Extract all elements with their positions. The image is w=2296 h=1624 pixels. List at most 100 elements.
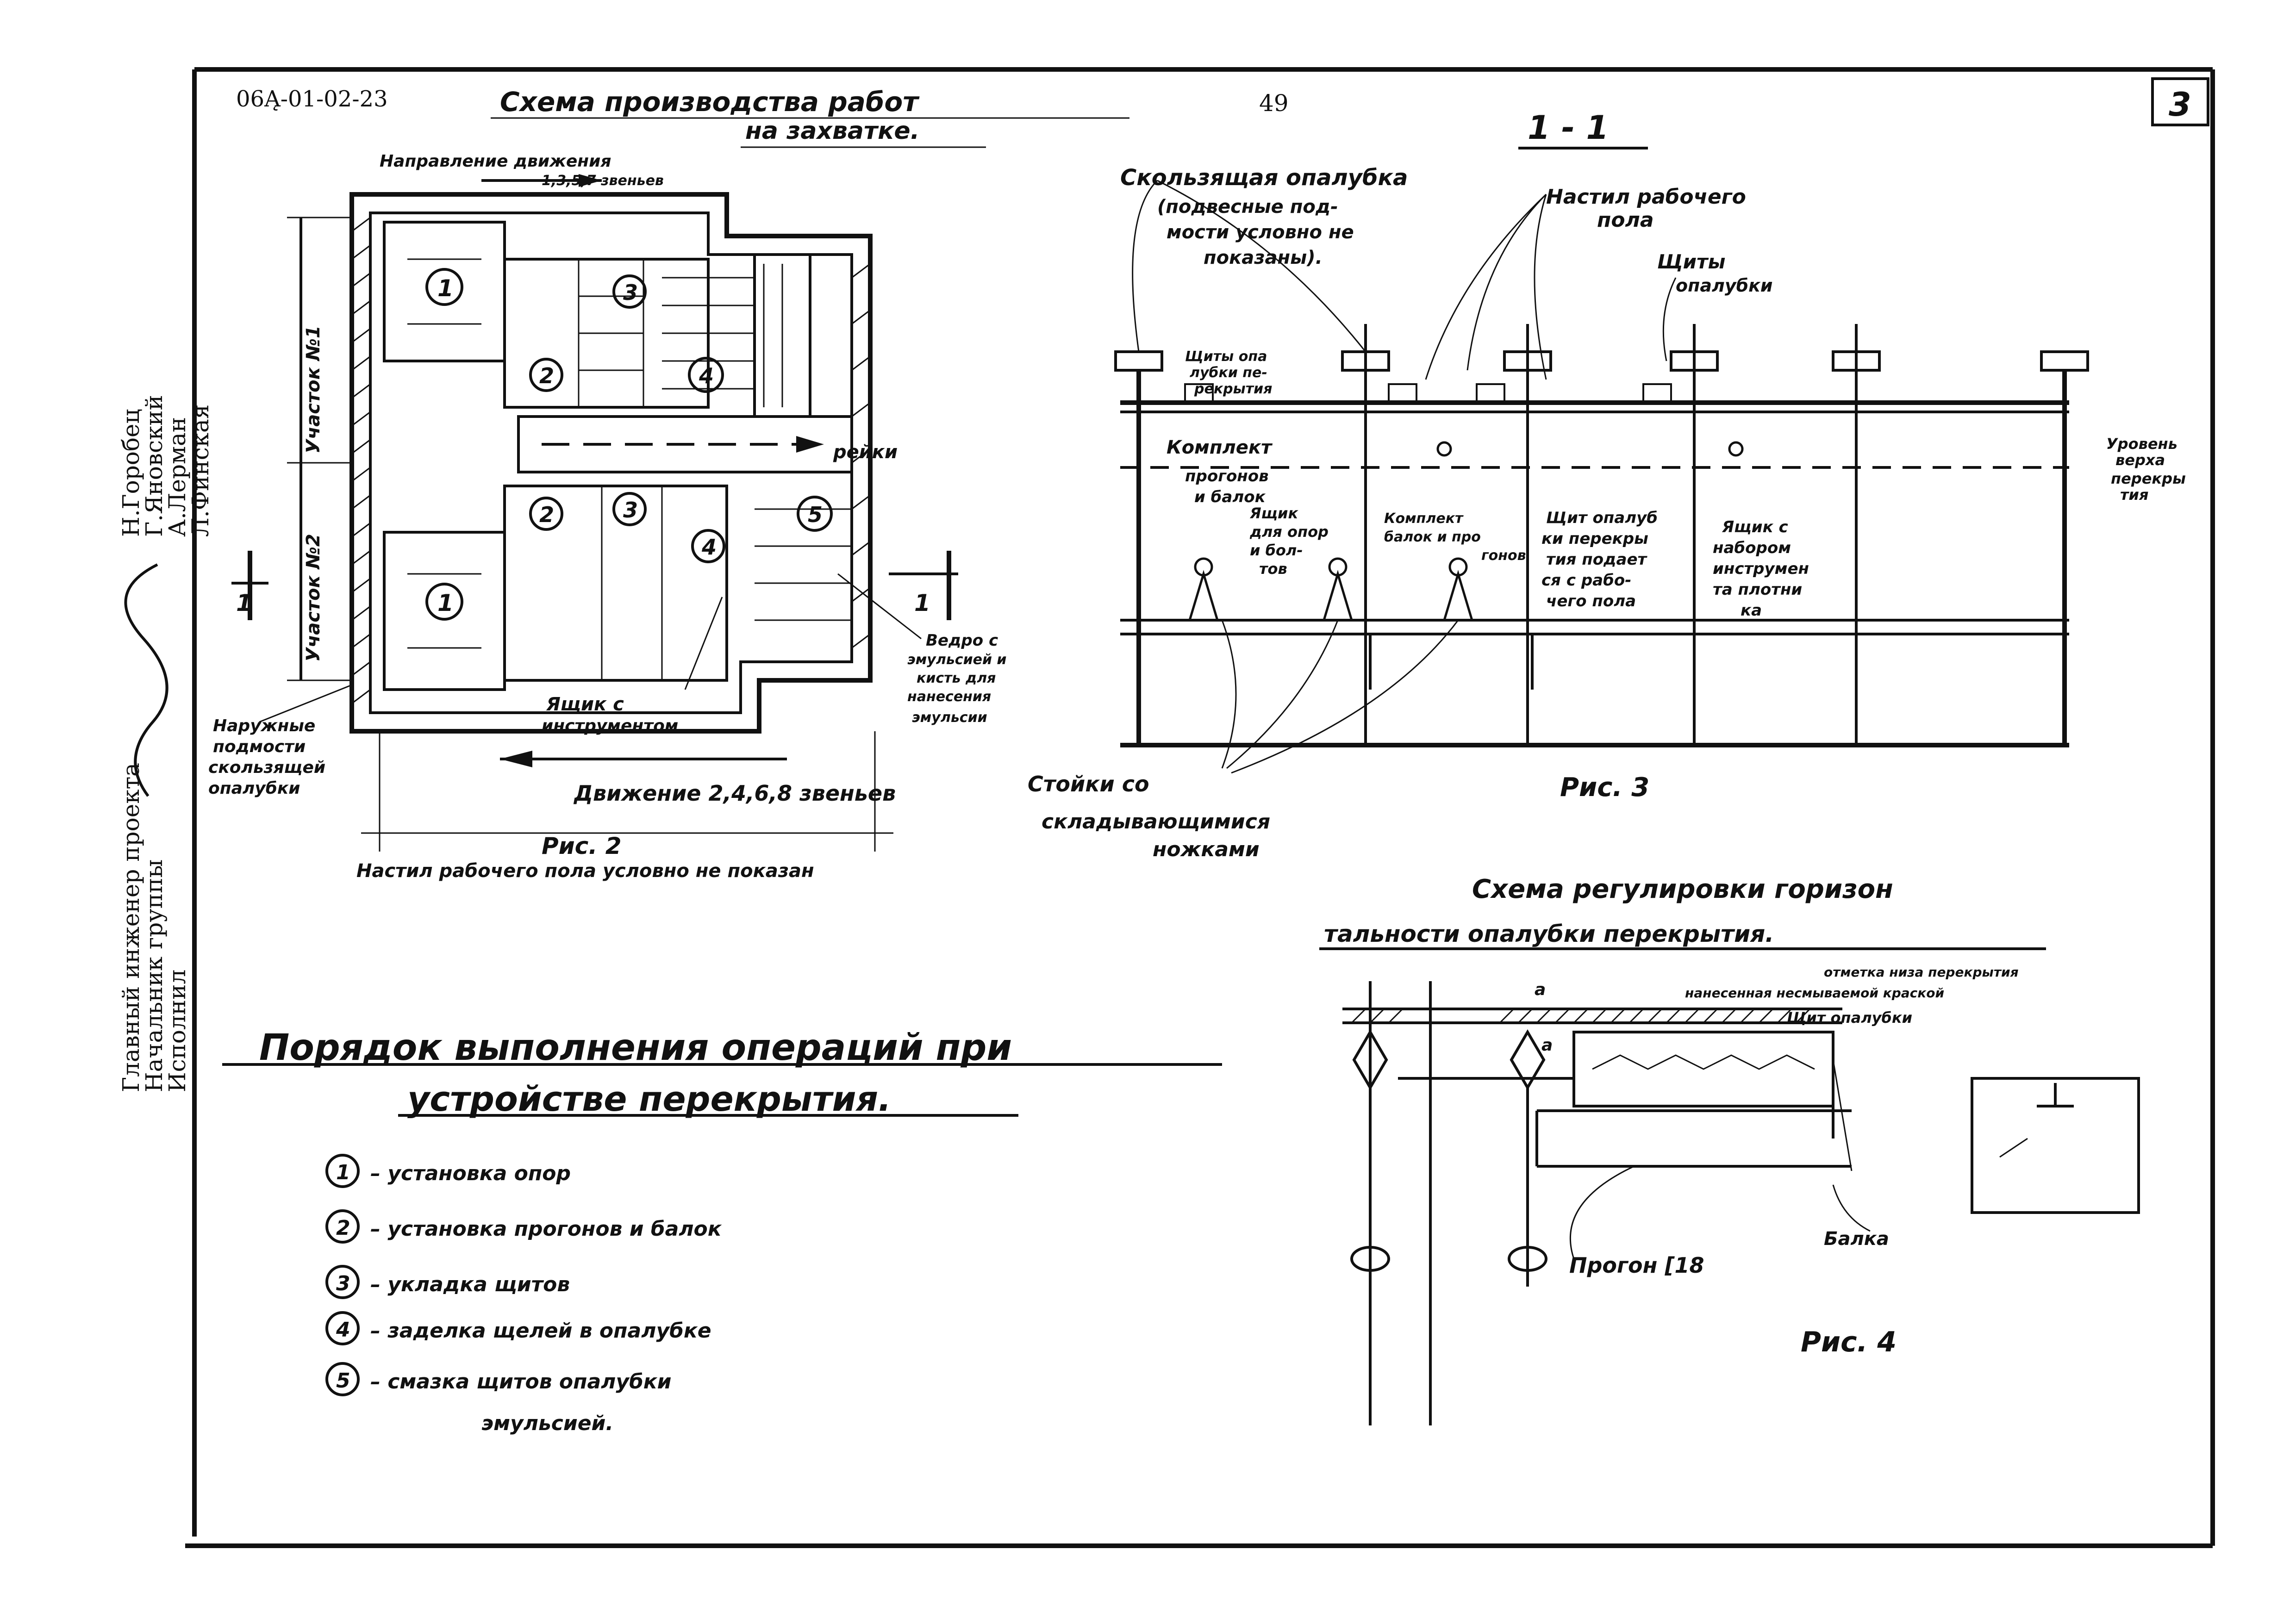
beam-label: Балка <box>1824 1228 1889 1250</box>
floor-shields-3: рекрытия <box>1194 381 1272 397</box>
outer-label-2: подмости <box>213 737 306 756</box>
fig4-title-1: Схема регулировки горизон <box>1472 874 1893 904</box>
title-line-1: Схема производства работ <box>500 86 920 118</box>
zone-1a: 1 <box>437 275 454 302</box>
fig4-title-2: тальности опалубки перекрытия. <box>1324 921 1774 947</box>
order-step-1: 1 – установка опор <box>325 1154 571 1188</box>
zone-5: 5 <box>808 502 823 527</box>
shields-label-2: опалубки <box>1676 275 1773 296</box>
kit-label-3: и балок <box>1194 488 1266 506</box>
box-label-1: Ящик <box>1249 504 1298 522</box>
level-4: тия <box>2120 486 2149 504</box>
order-title-2: устройстве перекрытия. <box>407 1079 891 1119</box>
bucket-label-3: кисть для <box>917 670 996 686</box>
rails-label: рейки <box>833 442 898 463</box>
dim-a-1: a <box>1535 980 1546 999</box>
movement-label: Движение 2,4,6,8 звеньев <box>573 781 896 806</box>
props-label-2: складывающимися <box>1042 810 1270 834</box>
fig4-caption: Рис. 4 <box>1801 1326 1897 1358</box>
order-step-3: 3 – укладка щитов <box>325 1265 570 1299</box>
outer-label-3: скользящей <box>208 758 325 777</box>
step-3-text: – укладка щитов <box>370 1273 570 1296</box>
sig-name-2: Г.Яновский <box>141 395 168 537</box>
mark-label-2: нанесенная несмываемой краской <box>1685 985 1944 1001</box>
toolset-2: набором <box>1713 539 1791 557</box>
sliding-label-2: (подвесные под- <box>1157 196 1338 218</box>
step-5-text: – смазка щитов опалубки <box>370 1370 672 1394</box>
shield-feed-5: чего пола <box>1546 592 1636 610</box>
bucket-label-4: нанесения <box>907 689 991 705</box>
bucket-label-2: эмульсией и <box>907 652 1006 668</box>
zone-1b: 1 <box>437 590 454 616</box>
box-label-4: тов <box>1259 560 1287 578</box>
kit2-label-2: балок и про <box>1384 529 1481 545</box>
doc-code: 06Ą-01-02-23 <box>236 86 388 112</box>
handwritten-signature <box>124 563 168 797</box>
order-step-2: 2 – установка прогонов и балок <box>325 1209 722 1244</box>
fig4-scheme: Схема регулировки горизон тальности опал… <box>1319 874 2140 1425</box>
toolset-4: та плотни <box>1713 580 1802 599</box>
floor-shields-2: лубки пе- <box>1190 365 1267 381</box>
toolset-5: ка <box>1741 601 1762 620</box>
shield-feed-1: Щит опалуб <box>1546 509 1658 527</box>
fig3-section: 1 - 1 Скользящая опалубка (подвесные под… <box>1028 109 2186 861</box>
box-label-3: и бол- <box>1250 541 1303 559</box>
deck-label-1: Настил рабочего <box>1546 185 1746 209</box>
sheet-number: 3 <box>2169 86 2191 124</box>
sig-name-1: Н.Горобец <box>118 409 144 537</box>
toolbox-label-1: Ящик с <box>546 694 624 715</box>
step-4-text: – заделка щелей в опалубке <box>370 1319 711 1343</box>
order-title-1: Порядок выполнения операций при <box>259 1027 1012 1069</box>
section-2-label: Участок №2 <box>303 534 324 662</box>
toolbox-label-2: инструментом <box>542 716 678 735</box>
level-3: перекры <box>2111 470 2186 487</box>
sig-role-2: Начальник группы <box>141 859 168 1092</box>
props-label-3: ножками <box>1153 838 1260 861</box>
mark-label-1: отметка низа перекрытия <box>1824 964 2019 980</box>
kit-label-1: Комплект <box>1167 437 1273 458</box>
fig2-note: Настил рабочего пола условно не показан <box>356 860 814 882</box>
zone-4a: 4 <box>699 363 714 388</box>
purlin-label: Прогон [18 <box>1569 1253 1704 1278</box>
direction-label-1: Направление движения <box>380 152 611 171</box>
zone-3b: 3 <box>623 498 638 523</box>
sig-name-4: Л.Финская <box>187 404 214 537</box>
step-5-cont: эмульсией. <box>481 1412 613 1435</box>
toolset-1: Ящик с <box>1722 518 1788 536</box>
toolset-3: инструмен <box>1713 560 1809 578</box>
step-1-num: 1 <box>336 1161 350 1184</box>
sig-role-3: Исполнил <box>164 970 191 1092</box>
step-5-num: 5 <box>336 1369 350 1393</box>
fig3-caption: Рис. 3 <box>1560 772 1649 803</box>
zone-4b: 4 <box>701 535 717 560</box>
sig-role-1: Главный инженер проекта <box>118 763 144 1092</box>
shield-feed-3: тия подает <box>1546 550 1648 569</box>
kit2-label-1: Комплект <box>1384 510 1464 527</box>
zone-3a: 3 <box>623 280 638 305</box>
operations-order: Порядок выполнения операций при устройст… <box>222 1027 1222 1435</box>
section-1-label: Участок №1 <box>303 325 324 454</box>
sig-name-3: А.Лерман <box>164 417 191 537</box>
zone-markers: 1 2 3 4 1 2 3 4 5 <box>425 268 833 621</box>
shield-feed-4: ся с рабо- <box>1541 571 1631 590</box>
section-title: 1 - 1 <box>1528 109 1609 147</box>
step-4-num: 4 <box>336 1318 350 1342</box>
step-1-text: – установка опор <box>370 1162 571 1185</box>
cut-mark-right: 1 <box>914 590 930 616</box>
sliding-label-1: Скользящая опалубка <box>1120 165 1408 191</box>
step-2-num: 2 <box>336 1216 350 1240</box>
order-step-4: 4 – заделка щелей в опалубке <box>325 1311 711 1345</box>
kit2-label-3: гонов <box>1481 548 1526 564</box>
page-number: 49 <box>1259 90 1289 117</box>
box-label-2: для опор <box>1249 523 1329 541</box>
sheet-frame <box>185 67 2215 1548</box>
order-step-5: 5 – смазка щитов опалубки эмульсией. <box>325 1362 672 1435</box>
deck-label-2: пола <box>1597 208 1654 232</box>
floor-shields-1: Щиты опа <box>1185 348 1267 365</box>
sliding-label-4: показаны). <box>1204 247 1323 268</box>
sliding-label-3: мости условно не <box>1167 222 1354 243</box>
dim-a-2: a <box>1541 1036 1553 1055</box>
zone-2b: 2 <box>539 502 554 527</box>
shield-feed-2: ки перекры <box>1541 529 1648 548</box>
